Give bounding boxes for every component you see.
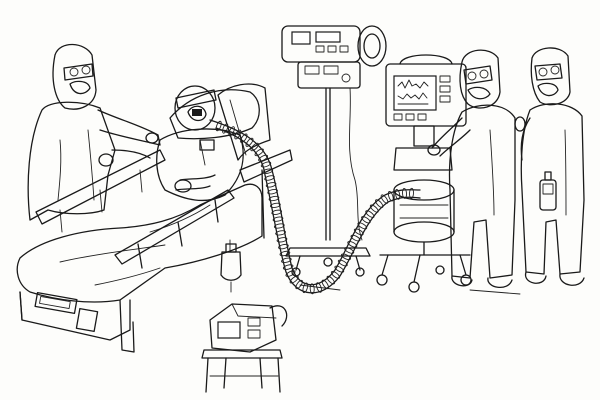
hose-coil-ring xyxy=(264,175,275,181)
hose-coil-ring xyxy=(409,187,414,199)
hose-coil-ring xyxy=(289,275,299,284)
hose-coil-ring xyxy=(361,216,371,224)
ppe-worker-left xyxy=(27,43,161,221)
portable-device-on-stool xyxy=(201,303,288,393)
hose-coil-ring xyxy=(278,243,289,250)
hose-coil-ring xyxy=(365,210,375,218)
hose-coil-ring xyxy=(350,234,361,242)
hose-coil-ring xyxy=(316,282,322,293)
ppe-worker-right xyxy=(427,49,516,288)
hose-coil-ring xyxy=(281,257,292,264)
hose-coil-ring xyxy=(375,199,384,208)
hose-coil-ring xyxy=(402,187,407,199)
hose-coil-ring xyxy=(245,137,254,147)
iv-bag xyxy=(220,239,242,293)
hose-coil-ring xyxy=(326,275,335,285)
hose-coil-ring xyxy=(309,283,315,295)
hose-coil-ring xyxy=(334,265,345,273)
hose-coil-ring xyxy=(215,120,222,132)
hose-coil-ring xyxy=(285,270,296,277)
hose-coil-ring xyxy=(387,190,394,202)
ppe-worker-far-right xyxy=(514,47,585,286)
hose-coil-ring xyxy=(369,204,379,213)
hose-coil-ring xyxy=(250,142,259,152)
hose-coil-ring xyxy=(222,123,229,134)
hose-coil-ring xyxy=(273,223,285,229)
hose-coil-ring xyxy=(341,253,351,261)
hose-coil-ring xyxy=(275,230,286,236)
hose-coil-ring xyxy=(337,259,348,267)
hose-coil-ring xyxy=(330,270,341,279)
hose-coil-ring xyxy=(260,161,272,168)
hose-coil-ring xyxy=(282,264,294,270)
hose-coil-ring xyxy=(262,168,274,174)
hose-coil-ring xyxy=(267,189,278,195)
hose-coil-ring xyxy=(268,195,280,202)
hose-coil-ring xyxy=(270,202,281,209)
monitor-on-stand xyxy=(376,54,472,293)
hose-coil-ring xyxy=(394,189,401,200)
hose-coil-ring xyxy=(357,222,368,230)
hose-coil-ring xyxy=(279,250,291,257)
floor-marks xyxy=(299,284,521,295)
hose-coil-ring xyxy=(380,194,389,204)
hose-coil-ring xyxy=(276,237,288,243)
hose-coil-ring xyxy=(258,154,269,162)
hose-coil-ring xyxy=(228,126,235,137)
hospital-bed xyxy=(16,83,293,353)
patient xyxy=(156,85,244,202)
hose-coil-ring xyxy=(265,182,277,188)
hose-coil-ring xyxy=(240,133,248,143)
hose-coil-ring xyxy=(272,216,284,222)
hose-coil-ring xyxy=(271,209,283,215)
hose-coil-ring xyxy=(295,279,303,290)
ventilator-tubing xyxy=(209,119,421,295)
hose-coil-ring xyxy=(302,282,309,294)
hose-coil-ring xyxy=(347,240,358,248)
hose-coil-ring xyxy=(254,148,264,157)
hose-coil-ring xyxy=(353,228,364,236)
ventilator-pole-unit xyxy=(281,25,387,277)
hose-coil-ring xyxy=(234,129,242,140)
